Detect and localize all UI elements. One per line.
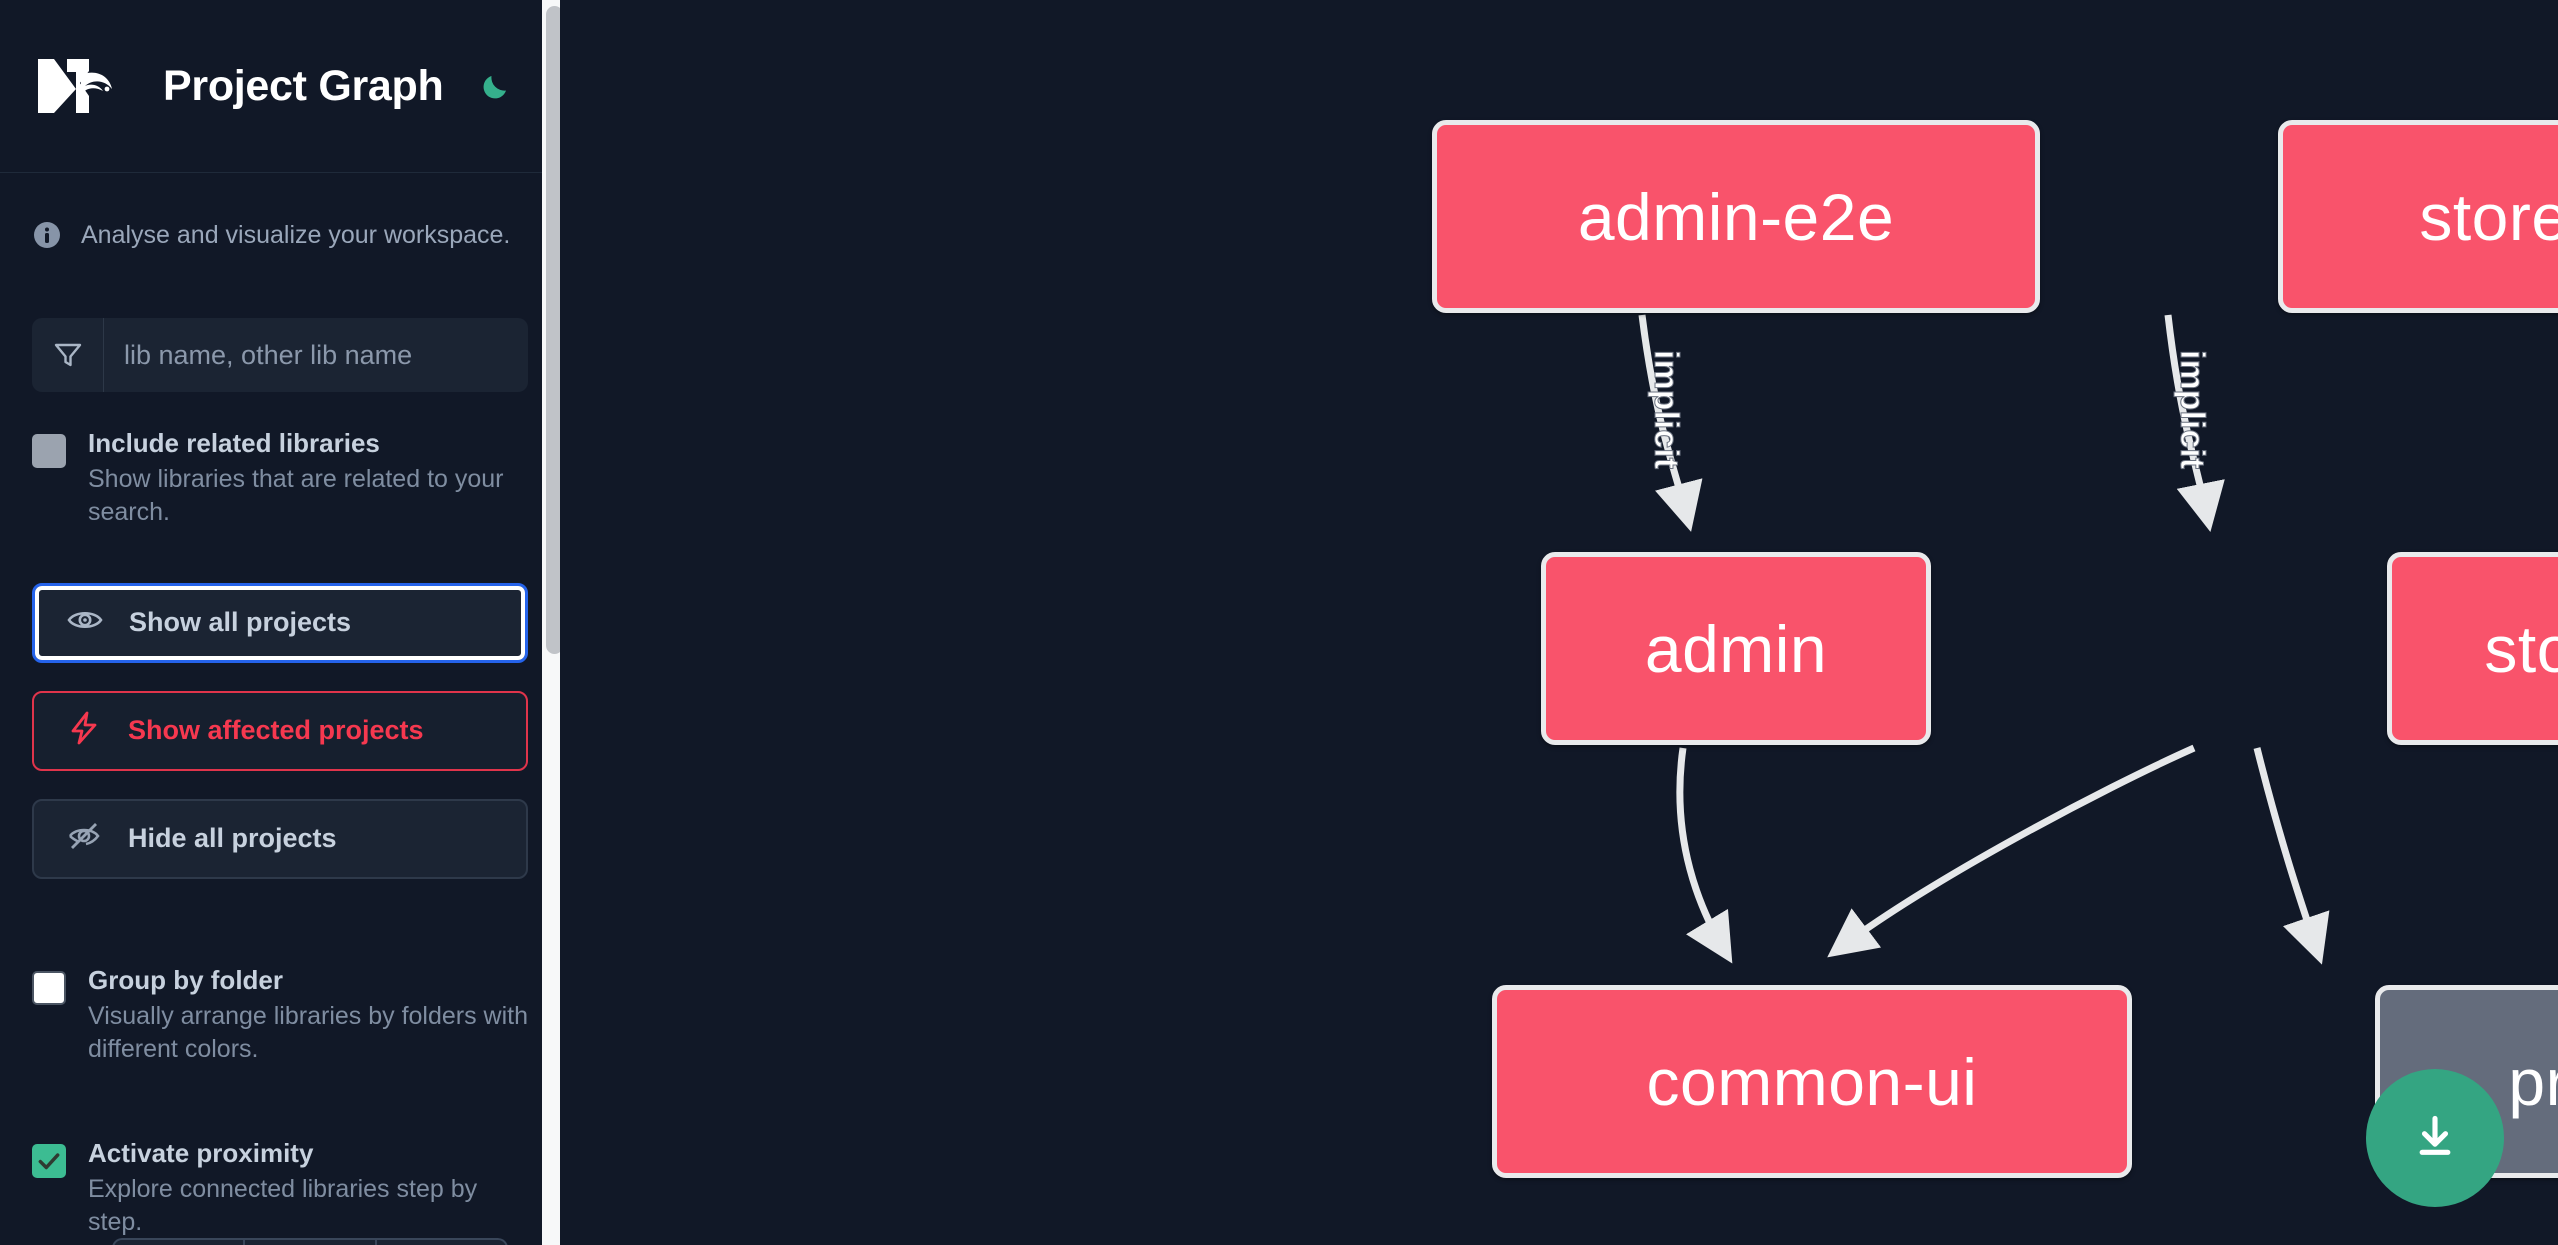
graph-node-admin-e2e[interactable]: admin-e2e <box>1432 120 2040 313</box>
graph-canvas[interactable]: implicit implicit admin-e2e store-e2e ad… <box>560 0 2558 1245</box>
edge-label-implicit-admin: implicit <box>1647 350 1685 469</box>
moon-icon[interactable] <box>475 65 517 107</box>
info-circle-icon <box>32 220 62 250</box>
edge-store-e2e-to-store <box>2164 314 2225 533</box>
sidebar-header: Project Graph <box>0 0 560 173</box>
graph-node-store[interactable]: store <box>2387 552 2558 745</box>
lightning-bolt-icon <box>66 710 102 751</box>
checkbox-label: Include related libraries <box>88 428 380 458</box>
checkbox-include-related-libraries[interactable]: Include related libraries Show libraries… <box>32 428 528 529</box>
button-label: Hide all projects <box>128 823 337 854</box>
sidebar-scrollbar-thumb[interactable] <box>546 6 560 654</box>
checkbox-label: Group by folder <box>88 964 283 995</box>
bottom-segmented-control[interactable] <box>112 1238 508 1245</box>
show-all-projects-button[interactable]: Show all projects <box>32 582 528 663</box>
display-options: Group by folder Visually arrange librari… <box>32 929 528 1239</box>
hide-all-projects-button[interactable]: Hide all projects <box>32 798 528 879</box>
download-icon <box>2407 1108 2463 1169</box>
eye-off-icon <box>66 818 102 859</box>
graph-edges: implicit implicit <box>1638 314 2330 965</box>
sidebar: Project Graph Analyse and visualize your… <box>0 0 560 1245</box>
checkbox-description: Show libraries that are related to your … <box>88 464 504 526</box>
segment-1[interactable] <box>112 1238 246 1245</box>
show-affected-projects-button[interactable]: Show affected projects <box>32 690 528 771</box>
button-label: Show affected projects <box>128 715 424 746</box>
button-label: Show all projects <box>129 607 352 638</box>
edge-label-implicit-store: implicit <box>2173 350 2211 469</box>
edge-store-to-products <box>2253 747 2330 965</box>
tagline-text: Analyse and visualize your workspace. <box>81 220 511 249</box>
checkbox-label: Activate proximity <box>88 1137 314 1168</box>
sidebar-scrollbar[interactable] <box>542 0 560 1245</box>
checkbox-group-by-folder[interactable]: Group by folder Visually arrange librari… <box>32 964 529 1066</box>
nx-logo-icon <box>34 55 130 117</box>
graph-node-store-e2e[interactable]: store-e2e <box>2278 120 2558 313</box>
visibility-button-group: Show all projects Show affected projects <box>32 582 528 879</box>
sidebar-body: Analyse and visualize your workspace. In… <box>0 173 560 1239</box>
tagline: Analyse and visualize your workspace. <box>32 173 528 260</box>
checkbox-activate-proximity[interactable]: Activate proximity Explore connected lib… <box>32 1137 528 1239</box>
download-button[interactable] <box>2366 1069 2504 1207</box>
edge-admin-e2e-to-admin <box>1638 314 1703 532</box>
checkbox-box[interactable] <box>32 970 66 1005</box>
edge-store-to-common-ui <box>1827 744 2196 958</box>
search-input[interactable] <box>104 318 528 392</box>
checkbox-box[interactable] <box>32 1143 66 1178</box>
search-field[interactable] <box>32 318 528 392</box>
checkbox-box[interactable] <box>32 434 66 468</box>
edge-admin-to-common-ui <box>1676 747 1733 964</box>
filter-icon <box>32 318 104 392</box>
checkbox-description: Explore connected libraries step by step… <box>88 1174 478 1236</box>
page-title: Project Graph <box>163 61 444 110</box>
eye-icon <box>67 602 103 643</box>
graph-node-common-ui[interactable]: common-ui <box>1492 985 2132 1178</box>
checkbox-description: Visually arrange libraries by folders wi… <box>88 1001 529 1063</box>
segment-3[interactable] <box>376 1238 508 1245</box>
segment-2[interactable] <box>245 1238 377 1245</box>
graph-node-admin[interactable]: admin <box>1541 552 1931 745</box>
